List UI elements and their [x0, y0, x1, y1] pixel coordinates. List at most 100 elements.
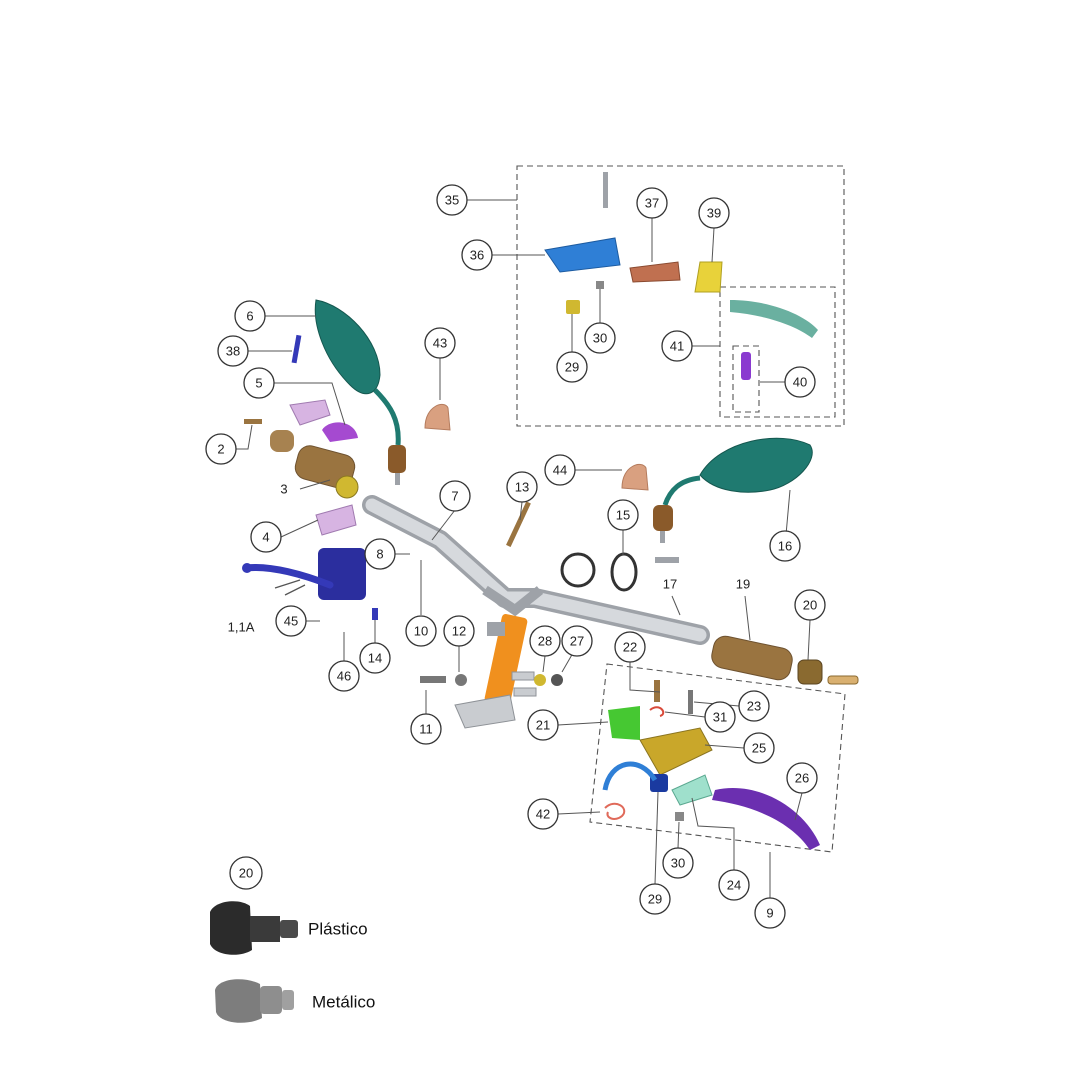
nut-30a: [596, 281, 604, 289]
callout-29b: 29: [639, 883, 671, 915]
svg-text:4: 4: [262, 530, 269, 545]
washer-bolt-group-11-12: [420, 674, 563, 686]
bolt-14: [372, 608, 378, 620]
svg-text:14: 14: [368, 651, 382, 666]
svg-text:25: 25: [752, 741, 766, 756]
callout-41: 41: [661, 330, 693, 362]
callout-5: 5: [243, 367, 275, 399]
callout-21: 21: [527, 709, 559, 741]
callout-2: 2: [205, 433, 237, 465]
callout-10: 10: [405, 615, 437, 647]
svg-text:40: 40: [793, 375, 807, 390]
svg-text:29: 29: [565, 360, 579, 375]
screw-38: [291, 334, 302, 364]
label-17: 17: [663, 577, 677, 592]
svg-text:39: 39: [707, 206, 721, 221]
label-3: 3: [280, 482, 287, 497]
svg-text:30: 30: [593, 331, 607, 346]
lever-41: [730, 300, 818, 338]
left-mirror: [314, 299, 406, 485]
switch-housing-upper: [289, 399, 331, 426]
rubber-boot-43: [424, 404, 451, 431]
bracket-37: [629, 261, 681, 283]
svg-text:37: 37: [645, 196, 659, 211]
svg-text:5: 5: [255, 376, 262, 391]
nut-30b: [675, 812, 684, 821]
label-1-1a: 1,1A: [228, 620, 255, 635]
callout-31: 31: [704, 701, 736, 733]
callout-39: 39: [698, 197, 730, 229]
callout-23: 23: [738, 690, 770, 722]
clamp-ring-15a: [560, 552, 596, 588]
callout-14: 14: [359, 642, 391, 674]
svg-text:21: 21: [536, 718, 550, 733]
left-grip-assembly: [244, 419, 359, 499]
svg-text:29: 29: [648, 892, 662, 907]
bracket-39: [694, 261, 723, 293]
svg-text:11: 11: [419, 722, 433, 737]
svg-text:2: 2: [217, 442, 224, 457]
svg-text:27: 27: [570, 634, 584, 649]
cable-blue: [602, 761, 658, 791]
callout-26: 26: [786, 762, 818, 794]
callout-15: 15: [607, 499, 639, 531]
lever-purple-26: [712, 788, 820, 850]
group-box-9: [589, 663, 846, 853]
switch-29a: [566, 300, 580, 314]
callout-45: 45: [275, 605, 307, 637]
svg-text:20: 20: [239, 866, 253, 881]
callout-20: 20: [794, 589, 826, 621]
svg-text:26: 26: [795, 771, 809, 786]
svg-text:43: 43: [433, 336, 447, 351]
svg-text:12: 12: [452, 624, 466, 639]
part-40: [741, 352, 751, 380]
screw-23: [688, 690, 693, 714]
rubber-boot-44: [621, 464, 649, 491]
callout-37: 37: [636, 187, 668, 219]
callout-42: 42: [527, 798, 559, 830]
callout-9: 9: [754, 897, 786, 929]
svg-text:7: 7: [451, 489, 458, 504]
svg-text:20: 20: [803, 598, 817, 613]
legend-plastic-label: Plástico: [308, 920, 368, 939]
callout-22: 22: [614, 631, 646, 663]
handlebar: [362, 495, 710, 645]
svg-text:35: 35: [445, 193, 459, 208]
switch-cover-purple: [322, 422, 358, 442]
screw-22: [654, 680, 660, 702]
group-box-35: [516, 165, 845, 427]
ring-42: [604, 802, 626, 820]
callout-7: 7: [439, 480, 471, 512]
svg-text:44: 44: [553, 463, 567, 478]
callout-13: 13: [506, 471, 538, 503]
screw-35: [603, 172, 608, 208]
right-grip: [711, 635, 859, 685]
group-box-40: [732, 345, 760, 413]
right-mirror: [653, 437, 813, 543]
cover-mint-24: [671, 774, 713, 806]
svg-text:10: 10: [414, 624, 428, 639]
callout-11: 11: [410, 713, 442, 745]
callout-28: 28: [529, 625, 561, 657]
svg-text:6: 6: [246, 309, 253, 324]
bolt-13: [506, 501, 531, 548]
group-box-41: [719, 286, 836, 418]
handlebar-stem: [454, 614, 537, 729]
svg-text:38: 38: [226, 344, 240, 359]
svg-text:15: 15: [616, 508, 630, 523]
callout-30b: 30: [662, 847, 694, 879]
callout-8: 8: [364, 538, 396, 570]
callout-27: 27: [561, 625, 593, 657]
svg-text:16: 16: [778, 539, 792, 554]
callout-12: 12: [443, 615, 475, 647]
svg-text:23: 23: [747, 699, 761, 714]
bracket-gold-25: [639, 727, 713, 776]
legend-number-20: 20: [229, 856, 263, 890]
svg-text:28: 28: [538, 634, 552, 649]
svg-text:24: 24: [727, 878, 741, 893]
svg-text:22: 22: [623, 640, 637, 655]
svg-text:13: 13: [515, 480, 529, 495]
callout-30a: 30: [584, 322, 616, 354]
svg-text:9: 9: [766, 906, 773, 921]
